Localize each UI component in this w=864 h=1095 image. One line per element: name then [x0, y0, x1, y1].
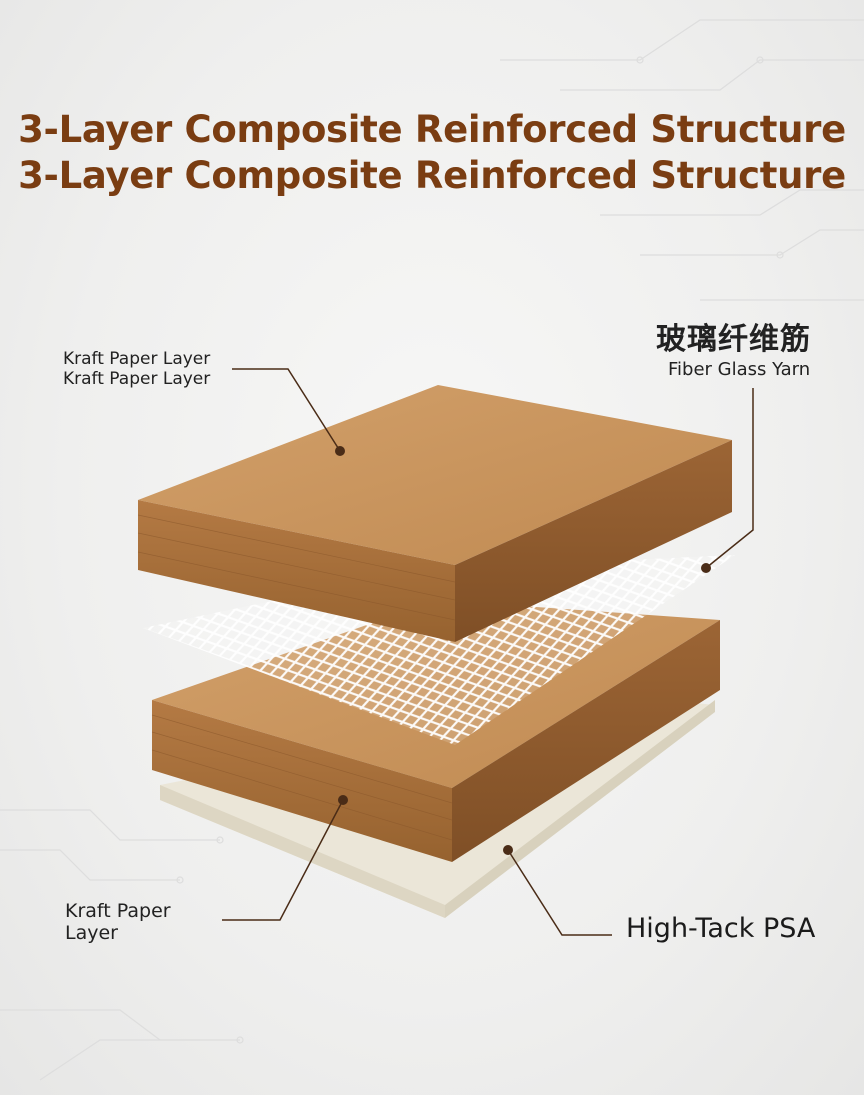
leader-dots	[335, 446, 711, 855]
bottom-kraft-label-line2: Layer	[65, 922, 118, 945]
bottom-kraft-label: Kraft Paper Layer	[65, 900, 171, 945]
psa-label: High-Tack PSA	[626, 913, 816, 944]
top-kraft-label-line2: Kraft Paper Layer	[63, 369, 211, 390]
leader-lines	[222, 368, 754, 936]
title-line-2: 3-Layer Composite Reinforced Structure	[18, 154, 846, 197]
top-kraft-board	[137, 385, 732, 642]
fiber-glass-en-label: Fiber Glass Yarn	[668, 359, 811, 380]
bottom-kraft-label-line1: Kraft Paper	[65, 900, 171, 922]
circuit-background	[0, 19, 864, 1081]
top-kraft-label: Kraft Paper Layer Kraft Paper Layer	[63, 349, 210, 389]
title-line-1: 3-Layer Composite Reinforced Structure	[18, 108, 846, 151]
top-kraft-label-line1: Kraft Paper Layer	[63, 349, 211, 369]
fiber-glass-cn-label: 玻璃纤维筋	[656, 322, 811, 357]
